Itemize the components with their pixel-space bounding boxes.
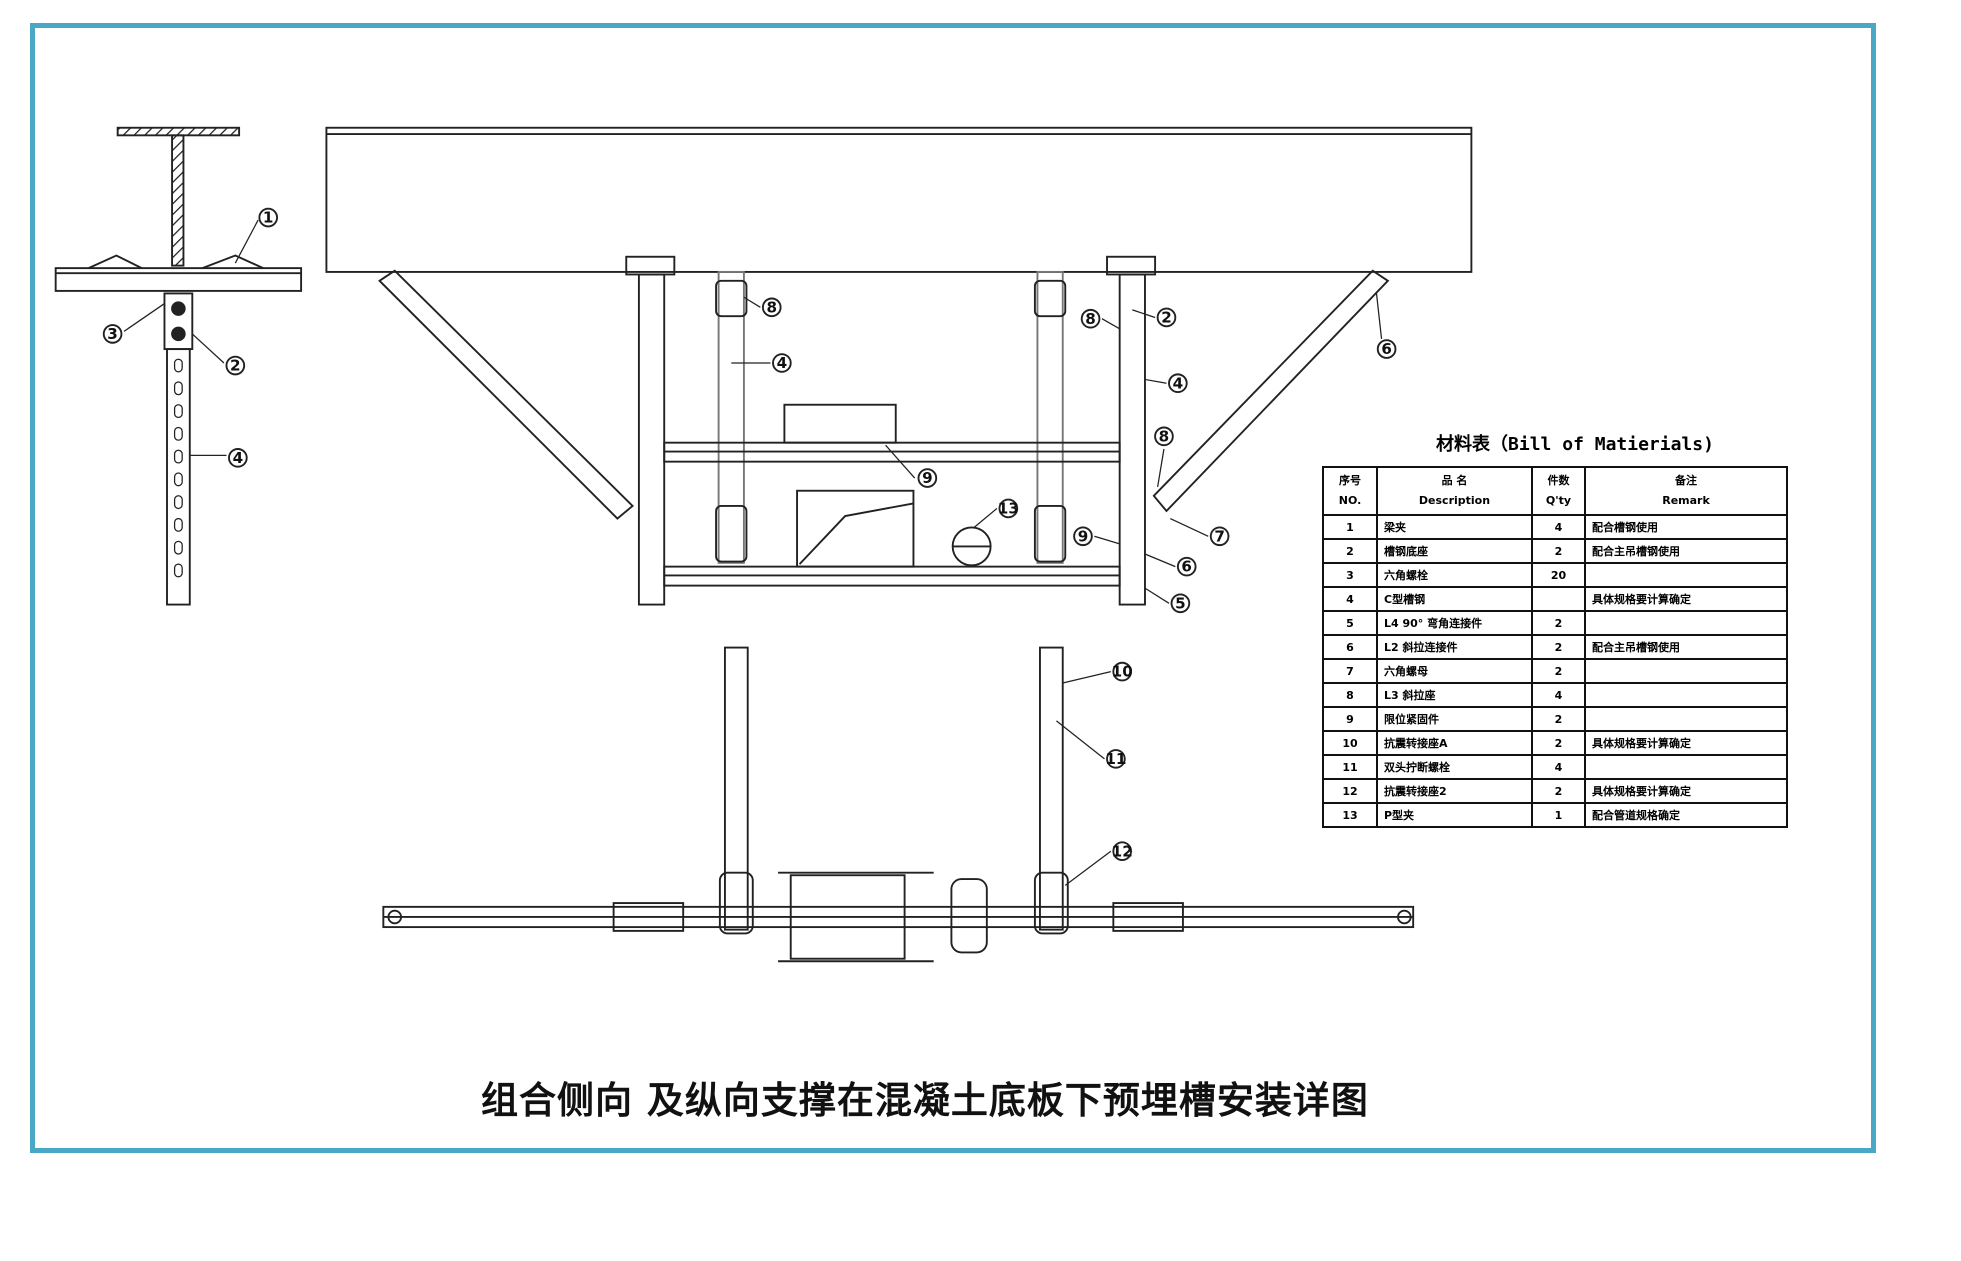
cell-no: 3: [1322, 562, 1378, 588]
cell-remark: 具体规格要计算确定: [1584, 730, 1788, 756]
cell-no: 1: [1322, 514, 1378, 540]
cell-desc: 槽钢底座: [1376, 538, 1533, 564]
cell-desc: 抗震转接座2: [1376, 778, 1533, 804]
callout-label: 9: [1078, 527, 1089, 545]
cell-qty: 2: [1531, 730, 1586, 756]
drawing-caption: 组合侧向 及纵向支撑在混凝土底板下预埋槽安装详图: [481, 1079, 1369, 1122]
cell-qty: 1: [1531, 802, 1586, 828]
callout-label: 6: [1381, 340, 1392, 358]
cell-remark: 配合槽钢使用: [1584, 514, 1788, 540]
cell-desc: 梁夹: [1376, 514, 1533, 540]
cell-remark: 配合主吊槽钢使用: [1584, 538, 1788, 564]
cell-no: 4: [1322, 586, 1378, 612]
callout-label: 7: [1214, 527, 1225, 545]
callout-label: 5: [1175, 594, 1186, 612]
cell-remark: [1584, 658, 1788, 684]
callout-label: 12: [1112, 842, 1133, 860]
cell-remark: [1584, 682, 1788, 708]
cell-remark: 配合管道规格确定: [1584, 802, 1788, 828]
cell-no: 11: [1322, 754, 1378, 780]
side-section-view: [54, 126, 303, 606]
cell-qty: 20: [1531, 562, 1586, 588]
cell-remark: 具体规格要计算确定: [1584, 778, 1788, 804]
callout-label: 3: [107, 325, 118, 343]
cell-qty: [1531, 586, 1586, 612]
callout-label: 8: [1159, 427, 1170, 445]
callout-label: 11: [1105, 750, 1126, 768]
cell-qty: 4: [1531, 682, 1586, 708]
cell-desc: 限位紧固件: [1376, 706, 1533, 732]
cell-remark: 配合主吊槽钢使用: [1584, 634, 1788, 660]
cell-qty: 2: [1531, 610, 1586, 636]
cell-no: 7: [1322, 658, 1378, 684]
cell-no: 13: [1322, 802, 1378, 828]
cell-no: 10: [1322, 730, 1378, 756]
callout-label: 4: [1173, 374, 1184, 392]
cell-no: 8: [1322, 682, 1378, 708]
drawing-frame: [30, 23, 1876, 1153]
cell-remark: [1584, 754, 1788, 780]
cell-qty: 2: [1531, 658, 1586, 684]
cell-remark: [1584, 610, 1788, 636]
front-view: [325, 126, 1473, 606]
cell-qty: 4: [1531, 514, 1586, 540]
cell-no: 9: [1322, 706, 1378, 732]
cell-no: 5: [1322, 610, 1378, 636]
cell-desc: P型夹: [1376, 802, 1533, 828]
cell-qty: 4: [1531, 754, 1586, 780]
cell-no: 12: [1322, 778, 1378, 804]
cell-desc: C型槽钢: [1376, 586, 1533, 612]
cell-desc: 六角螺母: [1376, 658, 1533, 684]
bom-title: 材料表（Bill of Matierials): [1436, 434, 1714, 455]
callout-label: 2: [1161, 309, 1172, 327]
callout-label: 13: [998, 500, 1019, 518]
callout-label: 1: [263, 209, 274, 227]
cell-no: 6: [1322, 634, 1378, 660]
cell-qty: 2: [1531, 538, 1586, 564]
callout-label: 8: [766, 298, 777, 316]
cell-remark: [1584, 562, 1788, 588]
cell-desc: L4 90° 弯角连接件: [1376, 610, 1533, 636]
cell-desc: 双头拧断螺栓: [1376, 754, 1533, 780]
callout-label: 9: [922, 469, 933, 487]
cell-remark: [1584, 706, 1788, 732]
cell-desc: L3 斜拉座: [1376, 682, 1533, 708]
callout-label: 4: [777, 354, 788, 372]
callout-label: 4: [233, 449, 244, 467]
cell-desc: 六角螺栓: [1376, 562, 1533, 588]
plan-view: [382, 646, 1415, 963]
cell-qty: 2: [1531, 634, 1586, 660]
callout-label: 8: [1085, 310, 1096, 328]
cell-desc: L2 斜拉连接件: [1376, 634, 1533, 660]
callout-label: 10: [1112, 663, 1133, 681]
callout-label: 2: [230, 357, 241, 375]
cell-no: 2: [1322, 538, 1378, 564]
cell-qty: 2: [1531, 706, 1586, 732]
callouts: [102, 207, 1397, 862]
callout-label: 6: [1181, 558, 1192, 576]
cell-remark: 具体规格要计算确定: [1584, 586, 1788, 612]
cell-qty: 2: [1531, 778, 1586, 804]
cell-desc: 抗震转接座A: [1376, 730, 1533, 756]
